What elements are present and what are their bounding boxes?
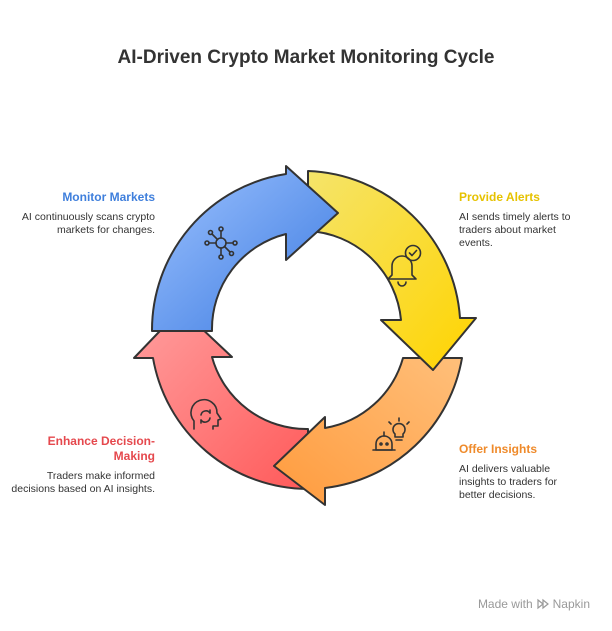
napkin-logo-icon	[537, 598, 549, 610]
stage-description: AI delivers valuable insights to traders…	[459, 463, 558, 501]
page-title: AI-Driven Crypto Market Monitoring Cycle	[117, 47, 495, 68]
napkin-brand: Napkin	[552, 597, 590, 611]
made-with-label: Made with	[477, 597, 533, 611]
segment-offer-insights	[273, 357, 463, 506]
segment-enhance-decision	[133, 308, 309, 490]
segment-monitor-markets	[150, 165, 339, 332]
stage-provide-alerts: Provide Alerts AI sends timely alerts to…	[459, 190, 574, 250]
stage-heading: Enhance Decision-Making	[47, 434, 155, 463]
made-with-napkin: Made with Napkin	[478, 597, 590, 611]
stage-description: AI continuously scans crypto markets for…	[21, 211, 155, 236]
network-icon	[204, 226, 238, 260]
stage-description: Traders make informed decisions based on…	[11, 470, 155, 495]
robot-bulb-icon	[372, 417, 410, 451]
stage-offer-insights: Offer Insights AI delivers valuable insi…	[459, 442, 574, 502]
bell-check-icon	[387, 244, 422, 287]
stage-monitor-markets: Monitor Markets AI continuously scans cr…	[5, 190, 155, 237]
head-cycle-icon	[190, 398, 222, 430]
stage-heading: Provide Alerts	[459, 190, 540, 204]
stage-heading: Offer Insights	[459, 442, 538, 456]
stage-enhance-decision: Enhance Decision-Making Traders make inf…	[5, 434, 155, 496]
stage-description: AI sends timely alerts to traders about …	[459, 211, 571, 249]
stage-heading: Monitor Markets	[62, 190, 155, 204]
